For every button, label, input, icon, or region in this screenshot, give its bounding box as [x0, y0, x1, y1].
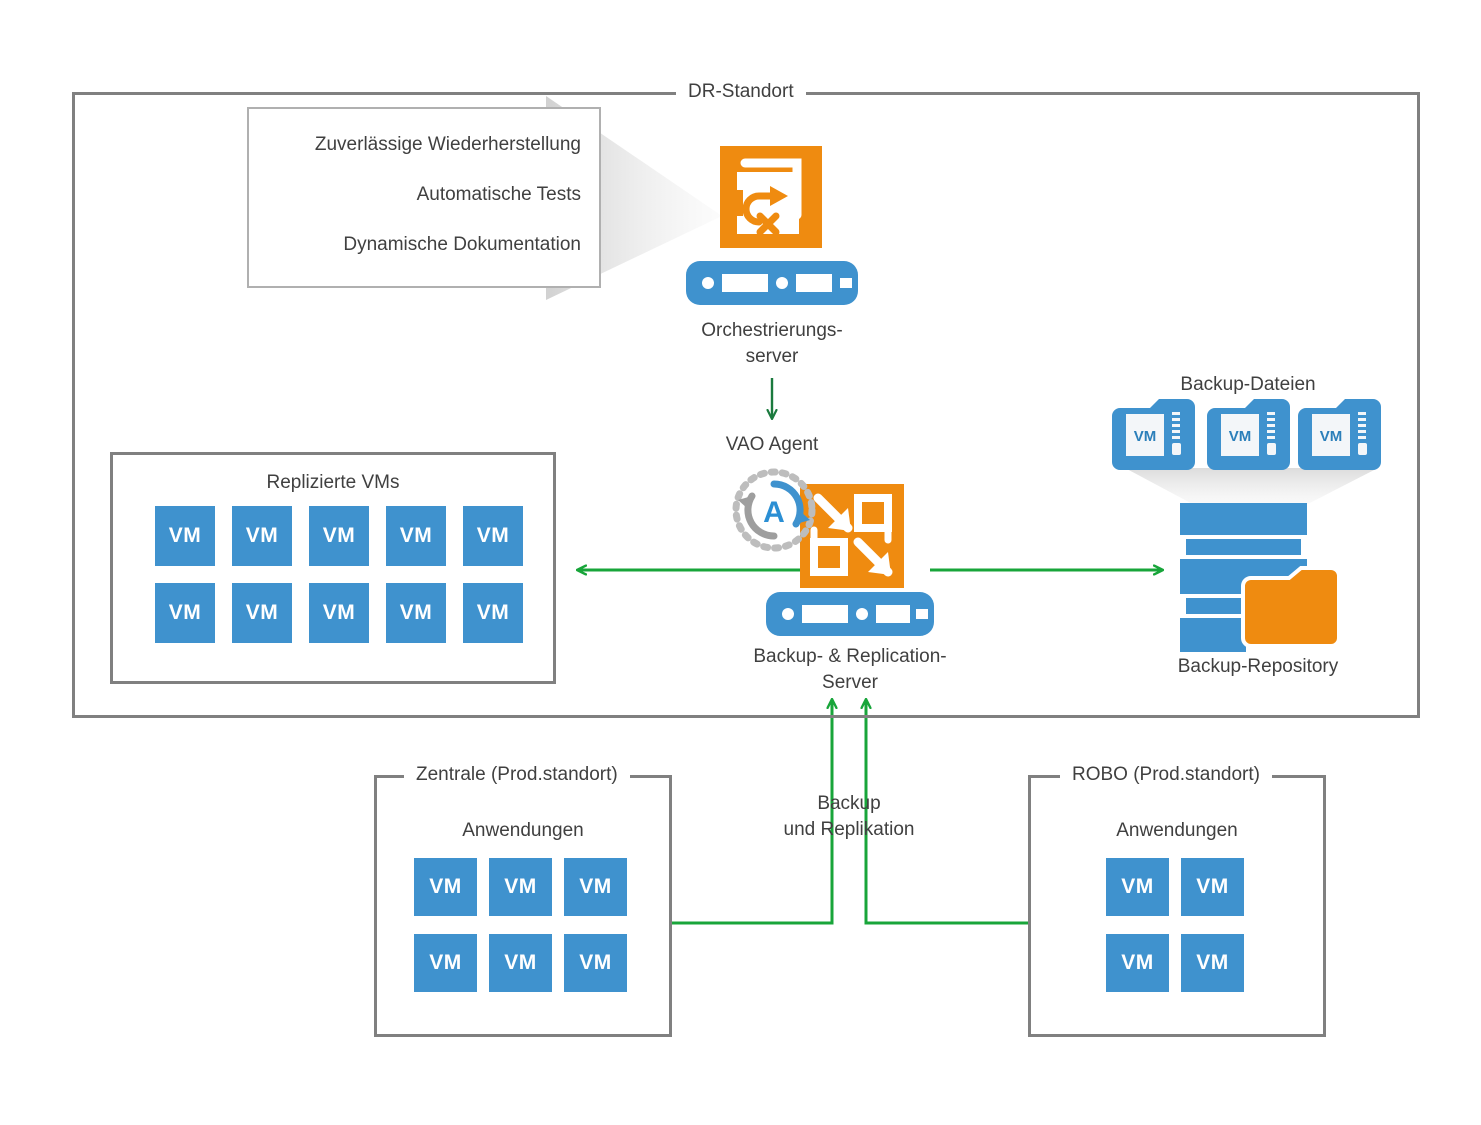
hq-vm-tile: VM	[489, 858, 552, 916]
replicated-vm-tile: VM	[309, 506, 369, 566]
replicated-vm-tile: VM	[386, 583, 446, 643]
hq-site-title: Zentrale (Prod.standort)	[404, 765, 630, 785]
replicated-vm-tile: VM	[463, 583, 523, 643]
replicated-vm-tile: VM	[232, 583, 292, 643]
orchestration-server-label-line1: Orchestrierungs-	[701, 320, 843, 341]
backup-flow-label-line1: Backup	[817, 793, 881, 814]
robo-apps-title: Anwendungen	[1116, 820, 1238, 841]
robo-vm-tile: VM	[1106, 934, 1169, 992]
robo-vm-tile: VM	[1181, 858, 1244, 916]
robo-site-title: ROBO (Prod.standort)	[1060, 765, 1272, 785]
replicated-vm-tile: VM	[155, 583, 215, 643]
backup-server-label-line2: Server	[822, 672, 878, 693]
hq-vm-tile: VM	[564, 934, 627, 992]
orchestration-server-label-line2: server	[745, 346, 799, 367]
callout-line-2: Automatische Tests	[416, 184, 581, 205]
callout-line-1: Zuverlässige Wiederherstellung	[314, 134, 581, 155]
robo-vm-tile: VM	[1181, 934, 1244, 992]
replicated-vm-tile: VM	[232, 506, 292, 566]
replicated-vm-tile: VM	[386, 506, 446, 566]
dr-site-title: DR-Standort	[676, 82, 806, 102]
backup-repository-title: Backup-Repository	[1177, 656, 1339, 677]
vao-agent-label: VAO Agent	[725, 434, 819, 455]
backup-server-label-line1: Backup- & Replication-	[753, 646, 947, 667]
replicated-vm-tile: VM	[309, 583, 369, 643]
backup-files-title: Backup-Dateien	[1180, 374, 1316, 395]
replicated-vm-tile: VM	[155, 506, 215, 566]
callout-line-3: Dynamische Dokumentation	[343, 234, 581, 255]
backup-flow-label-line2: und Replikation	[783, 819, 915, 840]
replicated-vm-tile: VM	[463, 506, 523, 566]
hq-vm-tile: VM	[414, 934, 477, 992]
hq-vm-tile: VM	[414, 858, 477, 916]
hq-apps-title: Anwendungen	[462, 820, 584, 841]
replicated-vms-title: Replizierte VMs	[266, 472, 400, 493]
robo-vm-tile: VM	[1106, 858, 1169, 916]
dr-benefits-callout: Zuverlässige Wiederherstellung Automatis…	[247, 107, 601, 288]
replicated-vms-box	[110, 452, 556, 684]
robo-site-frame	[1028, 775, 1326, 1037]
hq-vm-tile: VM	[489, 934, 552, 992]
hq-vm-tile: VM	[564, 858, 627, 916]
